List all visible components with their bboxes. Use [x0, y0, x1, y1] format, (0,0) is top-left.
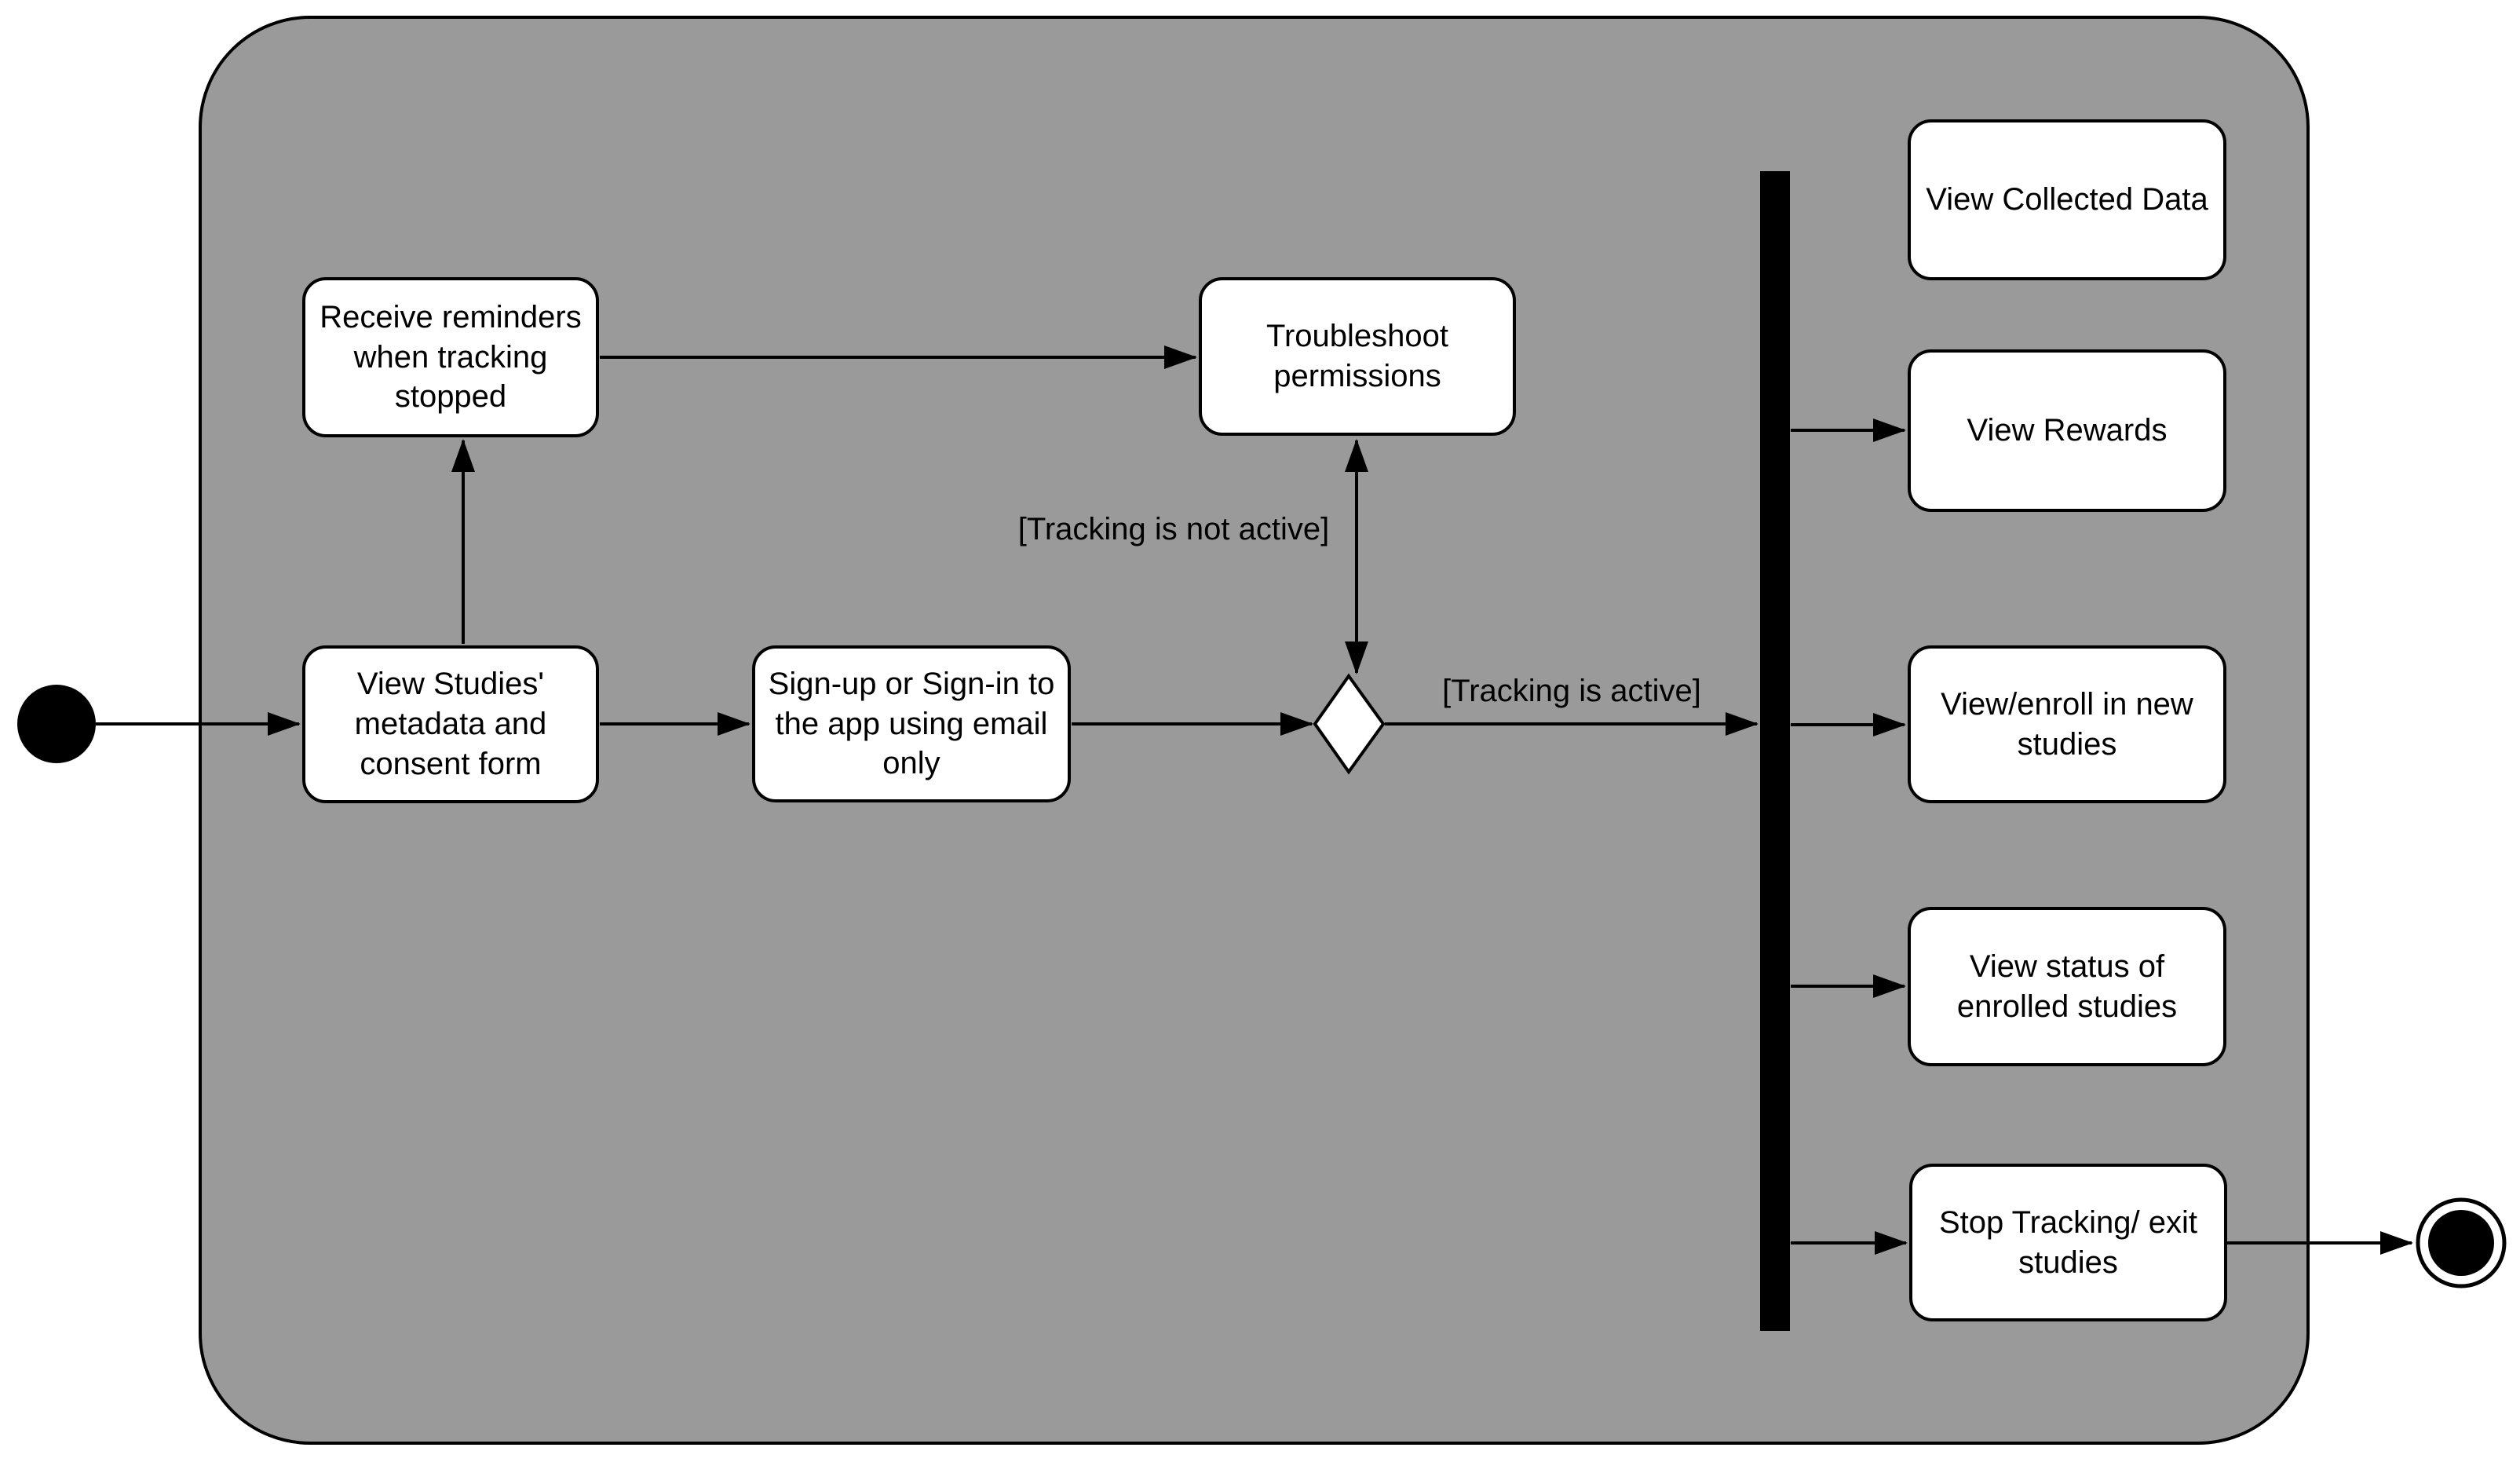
- guard-tracking-not-active: [Tracking is not active]: [1017, 512, 1330, 546]
- action-troubleshoot-permissions: Troubleshoot permissions: [1199, 277, 1516, 436]
- action-view-rewards: View Rewards: [1908, 349, 2226, 512]
- action-stop-tracking-exit: Stop Tracking/ exit studies: [1909, 1164, 2227, 1321]
- action-view-enroll-new-studies: View/enroll in new studies: [1908, 645, 2226, 803]
- action-view-studies-metadata: View Studies' metadata and consent form: [302, 645, 599, 803]
- action-view-status-enrolled: View status of enrolled studies: [1908, 907, 2226, 1066]
- action-view-collected-data: View Collected Data: [1908, 119, 2226, 280]
- guard-tracking-active: [Tracking is active]: [1442, 674, 1701, 708]
- action-signup-signin: Sign-up or Sign-in to the app using emai…: [752, 645, 1071, 802]
- action-receive-reminders: Receive reminders when tracking stopped: [302, 277, 599, 437]
- decision-diamond: [1313, 673, 1386, 775]
- final-node-inner-dot: [2428, 1210, 2494, 1276]
- initial-node: [17, 685, 96, 763]
- fork-bar: [1760, 171, 1790, 1331]
